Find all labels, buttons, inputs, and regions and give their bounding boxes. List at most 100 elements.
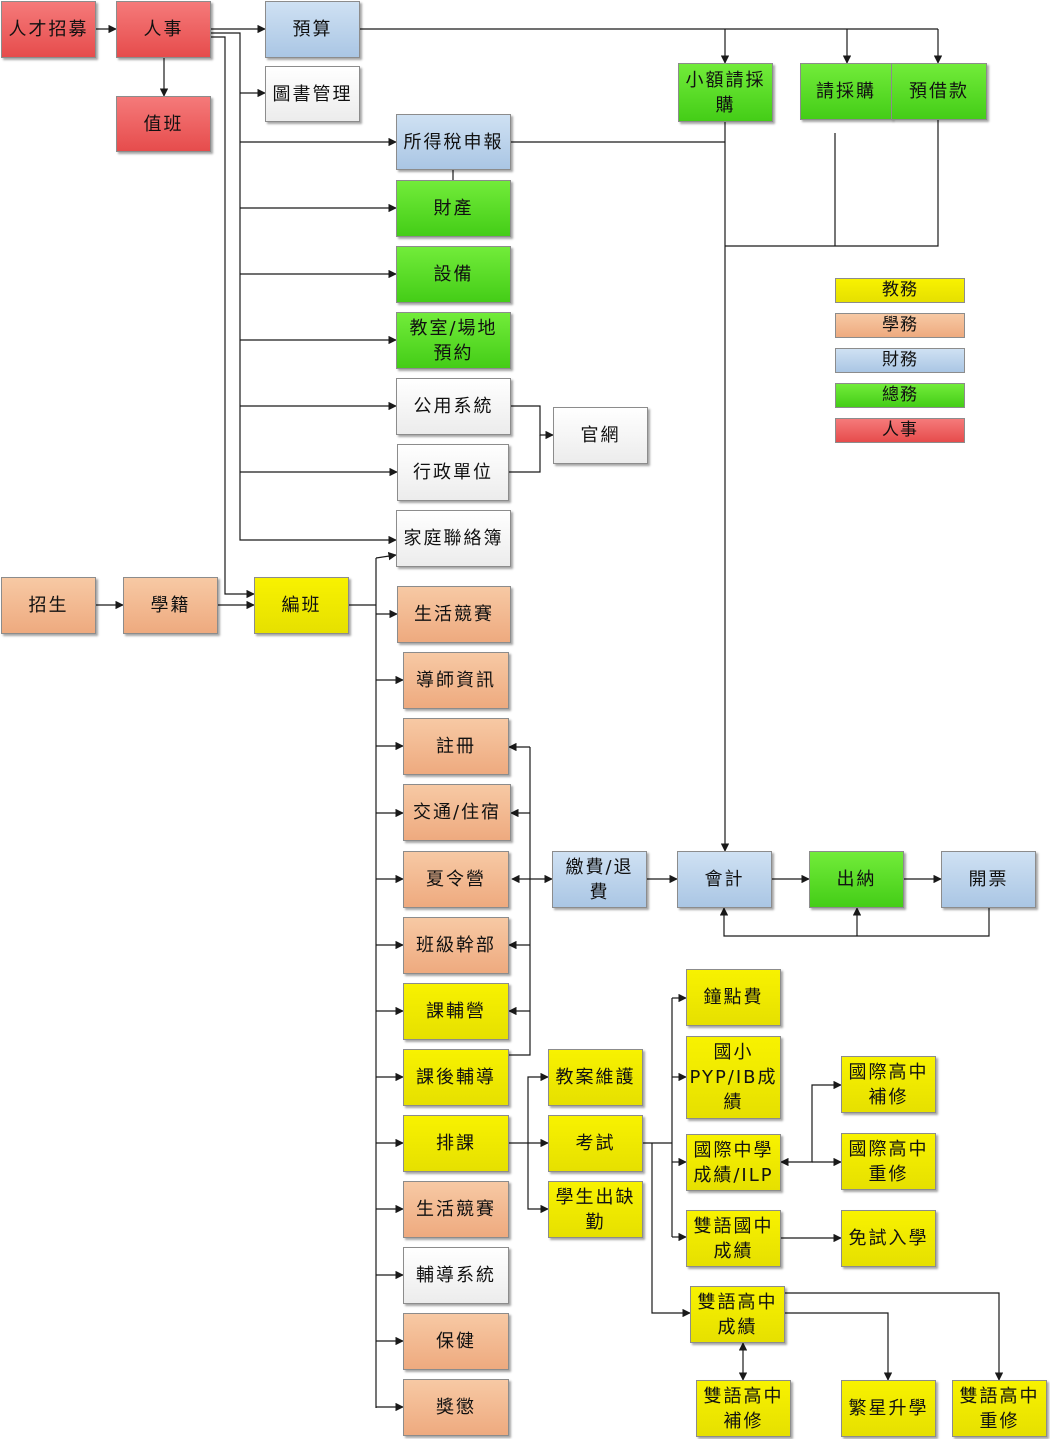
node-health[interactable]: 保健 [403,1313,509,1370]
node-label: 人事 [143,19,184,40]
node-star-plan-admission[interactable]: 繁星升學 [841,1380,936,1437]
node-after-school[interactable]: 課後輔導 [403,1049,509,1106]
node-label: 教室/場地 預約 [409,317,498,364]
node-label: 鐘點費 [703,987,764,1008]
node-exam[interactable]: 考試 [548,1115,643,1172]
legend-label: 總務 [882,385,918,405]
node-intl-senior-makeup[interactable]: 國際高中 補修 [841,1056,936,1113]
connector-personnel-class [211,36,255,599]
node-enrollment[interactable]: 學籍 [123,577,218,634]
connector-contact [375,551,397,561]
node-room-booking[interactable]: 教室/場地 預約 [396,312,511,369]
node-label: 課後輔導 [416,1067,496,1088]
node-invoice[interactable]: 開票 [941,851,1036,908]
node-talent-recruitment[interactable]: 人才招募 [1,1,96,58]
node-label: 交通/住宿 [412,802,502,823]
node-registration[interactable]: 註冊 [403,718,509,775]
node-website[interactable]: 官網 [553,407,648,464]
node-contact-book[interactable]: 家庭聯絡簿 [396,510,511,567]
legend-label: 教務 [882,280,918,300]
node-label: 開票 [968,869,1009,890]
node-duty[interactable]: 值班 [116,96,211,152]
node-label: 請採購 [816,81,876,102]
node-counseling-system[interactable]: 輔導系統 [403,1247,509,1304]
node-admission[interactable]: 招生 [1,577,96,634]
node-label: 考試 [575,1133,616,1154]
node-label: 圖書管理 [272,83,353,105]
node-tax-filing[interactable]: 所得稅申報 [396,114,511,170]
node-label: 國際高中 補修 [848,1061,929,1108]
connector-sr-star [785,1312,893,1381]
node-attendance[interactable]: 學生出缺 勤 [548,1181,643,1238]
node-label: 獎懲 [436,1397,476,1418]
node-reward-discipline[interactable]: 獎懲 [403,1379,509,1436]
node-accounting[interactable]: 會計 [677,851,772,908]
node-transport-housing[interactable]: 交通/住宿 [403,784,511,841]
connector-bilingual-sr [651,1143,691,1318]
connector-public-website [511,405,554,440]
node-class-cadre[interactable]: 班級幹部 [403,917,509,974]
node-intl-senior-retake[interactable]: 國際高中 重修 [841,1133,936,1190]
node-public-system[interactable]: 公用系統 [396,378,511,435]
legend-academic: 教務 [835,278,965,303]
node-middle-ilp-grades[interactable]: 國際中學 成績/ILP [686,1134,781,1191]
node-hourly-fee[interactable]: 鐘點費 [686,969,781,1026]
node-bilingual-senior-grades[interactable]: 雙語高中 成績 [690,1286,785,1343]
node-budget[interactable]: 預算 [265,1,360,58]
node-small-purchase[interactable]: 小額請採 購 [678,63,773,122]
node-label: 小額請採 購 [685,69,766,116]
node-label: 繳費/退 費 [565,856,634,903]
node-bilingual-senior-retake[interactable]: 雙語高中 重修 [952,1380,1047,1437]
node-label: 生活競賽 [414,604,494,625]
node-exam-free-admission[interactable]: 免試入學 [841,1210,936,1267]
node-label: 官網 [580,425,621,446]
node-label: 預借款 [909,81,969,102]
node-label: 國小 PYP/IB成 績 [689,1042,778,1113]
node-library[interactable]: 圖書管理 [265,66,360,122]
node-scheduling[interactable]: 排課 [403,1115,509,1172]
node-label: 導師資訊 [416,670,496,691]
node-admin-unit[interactable]: 行政單位 [397,444,509,501]
node-tutoring-camp[interactable]: 課輔營 [403,983,509,1040]
node-label: 預算 [292,19,333,40]
node-label: 公用系統 [413,396,494,417]
node-property[interactable]: 財產 [396,180,511,237]
node-summer-camp[interactable]: 夏令營 [403,851,509,908]
node-tutor-info[interactable]: 導師資訊 [403,652,509,709]
node-life-competition-1[interactable]: 生活競賽 [397,586,511,643]
node-label: 課輔營 [426,1001,486,1022]
node-label: 行政單位 [413,462,493,483]
legend-label: 財務 [882,350,918,370]
node-label: 註冊 [436,736,476,757]
node-label: 夏令營 [426,869,486,890]
connector-sr-retake [764,1292,1004,1381]
node-label: 出納 [836,869,877,890]
legend-label: 學務 [882,315,918,335]
node-bilingual-senior-makeup[interactable]: 雙語高中 補修 [696,1380,791,1437]
node-lesson-plan[interactable]: 教案維護 [548,1049,643,1106]
node-personnel[interactable]: 人事 [116,1,211,58]
node-advance-payment[interactable]: 預借款 [891,63,987,120]
node-label: 家庭聯絡簿 [403,528,504,549]
node-label: 招生 [28,595,69,616]
node-cashier[interactable]: 出納 [809,851,904,908]
node-label: 教案維護 [555,1067,636,1088]
legend-hr: 人事 [835,418,965,443]
connector-ilp-makeup [780,1080,842,1167]
node-class-assignment[interactable]: 編班 [254,577,349,634]
node-label: 國際高中 重修 [848,1138,929,1185]
node-bilingual-junior-grades[interactable]: 雙語國中 成績 [686,1210,781,1267]
node-label: 生活競賽 [416,1199,496,1220]
node-label: 人才招募 [8,19,89,40]
node-life-competition-2[interactable]: 生活競賽 [403,1181,509,1238]
node-pyp-ib-grades[interactable]: 國小 PYP/IB成 績 [686,1036,781,1119]
connector-advance-down [725,120,939,247]
node-label: 輔導系統 [416,1265,496,1286]
node-label: 學生出缺 勤 [555,1186,636,1233]
node-purchase[interactable]: 請採購 [800,63,892,120]
node-payment-refund[interactable]: 繳費/退 費 [552,851,647,908]
node-label: 編班 [281,595,322,616]
node-label: 雙語高中 成績 [697,1291,778,1338]
node-equipment[interactable]: 設備 [396,246,511,303]
